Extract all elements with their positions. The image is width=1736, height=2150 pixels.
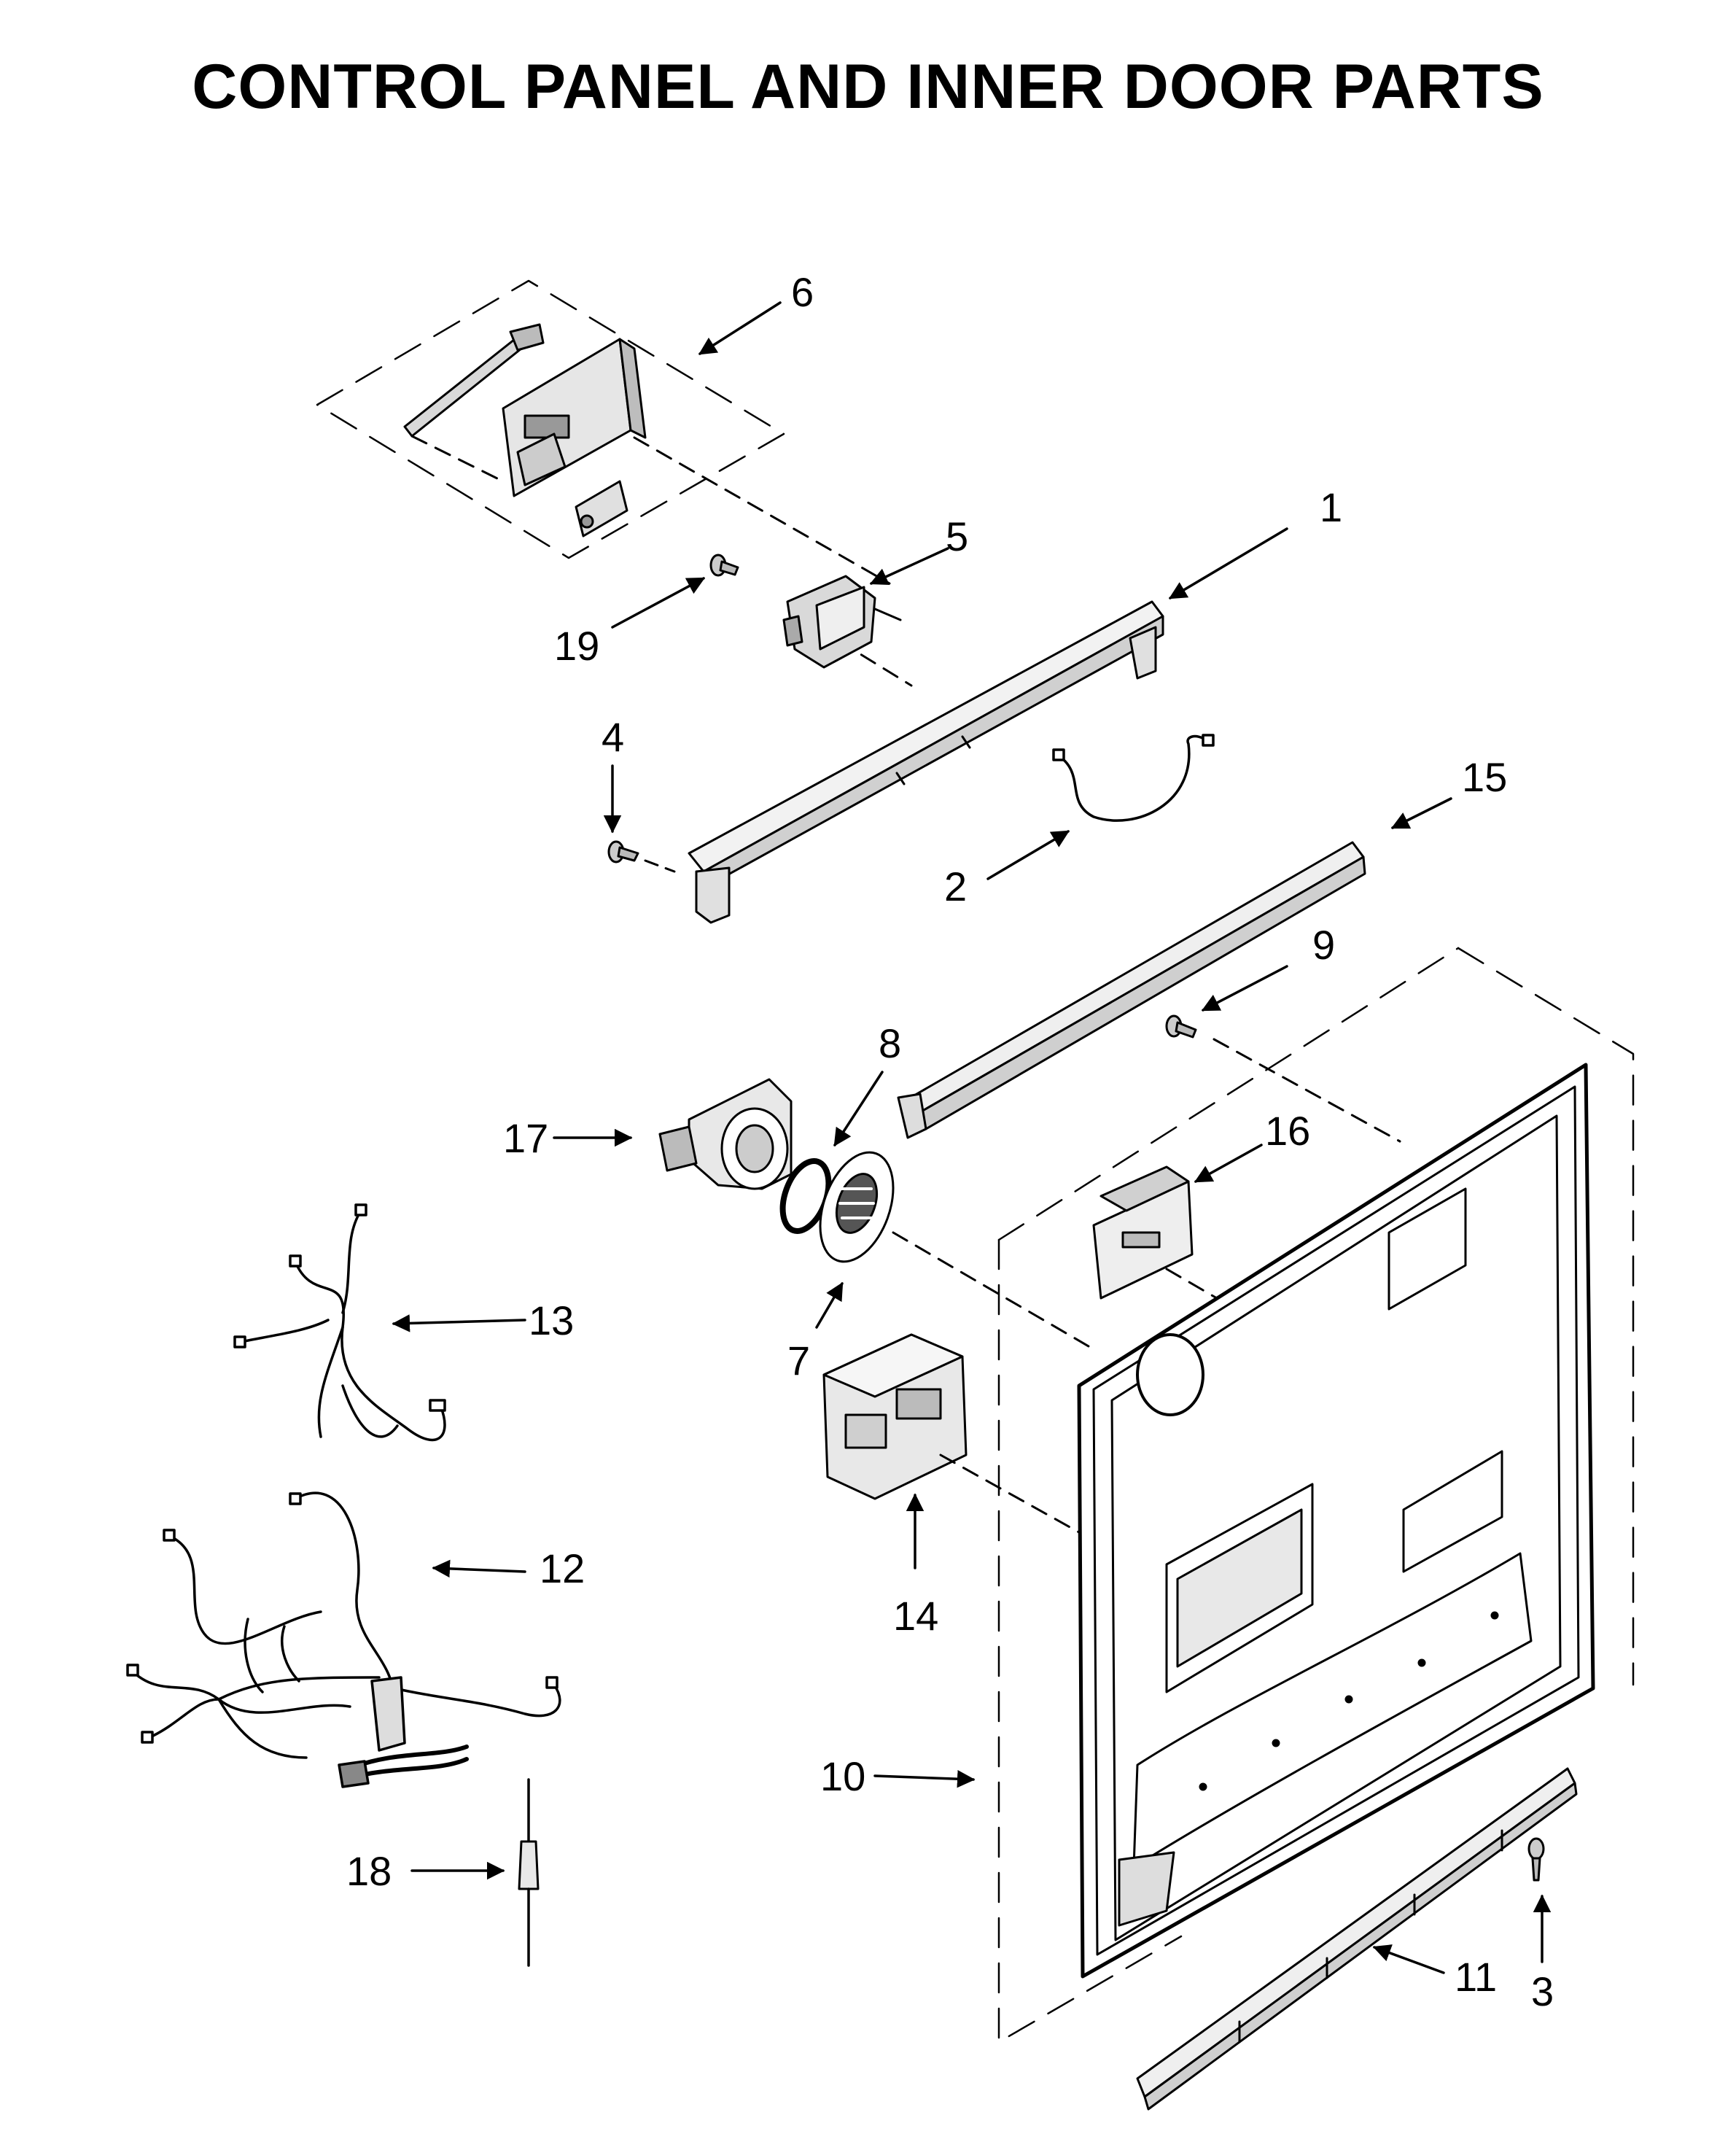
- callout-6: 6: [791, 269, 814, 315]
- callout-8: 8: [879, 1020, 901, 1066]
- door-gasket-strip: [897, 841, 1366, 1139]
- inline-component-18: [518, 1778, 540, 1967]
- callout-7: 7: [787, 1338, 810, 1383]
- callout-10: 10: [820, 1753, 865, 1799]
- control-module: [822, 1333, 1099, 1544]
- callout-1: 1: [1320, 484, 1342, 530]
- dispenser-housing: [658, 1078, 793, 1190]
- screw-9: [1165, 1014, 1401, 1143]
- callout-3: 3: [1531, 1968, 1554, 2014]
- callout-12: 12: [540, 1545, 585, 1591]
- callout-14: 14: [893, 1593, 938, 1639]
- wire-harness-12: [126, 1491, 561, 1788]
- page-title: CONTROL PANEL AND INNER DOOR PARTS: [192, 52, 1544, 122]
- callout-16: 16: [1265, 1108, 1310, 1154]
- callout-4: 4: [602, 714, 624, 760]
- inner-door: [997, 947, 1635, 2044]
- callout-18: 18: [346, 1848, 392, 1894]
- callout-13: 13: [529, 1297, 574, 1343]
- bottom-trim-rail: [1136, 1767, 1578, 2111]
- callout-arrows: [392, 301, 1552, 1974]
- control-panel-bar: [688, 600, 1164, 924]
- callout-9: 9: [1312, 922, 1335, 968]
- door-latch: [782, 575, 902, 669]
- wire-harness-13: [233, 1203, 446, 1442]
- callout-labels: 1 2 3 4 5 6 7 8 9 10 11 12 13 14 15 16 1…: [346, 269, 1554, 2014]
- callout-2: 2: [944, 864, 967, 909]
- wire-2: [1052, 734, 1215, 822]
- screw-4: [607, 840, 676, 873]
- screw-3: [1527, 1837, 1545, 1882]
- callout-11: 11: [1455, 1954, 1497, 2000]
- screw-19: [709, 554, 739, 577]
- control-board-inset: [316, 279, 913, 687]
- dispenser-cap: [819, 1151, 1095, 1351]
- callout-17: 17: [503, 1115, 548, 1161]
- callout-19: 19: [554, 623, 599, 669]
- callout-15: 15: [1462, 754, 1507, 800]
- callout-5: 5: [946, 513, 968, 559]
